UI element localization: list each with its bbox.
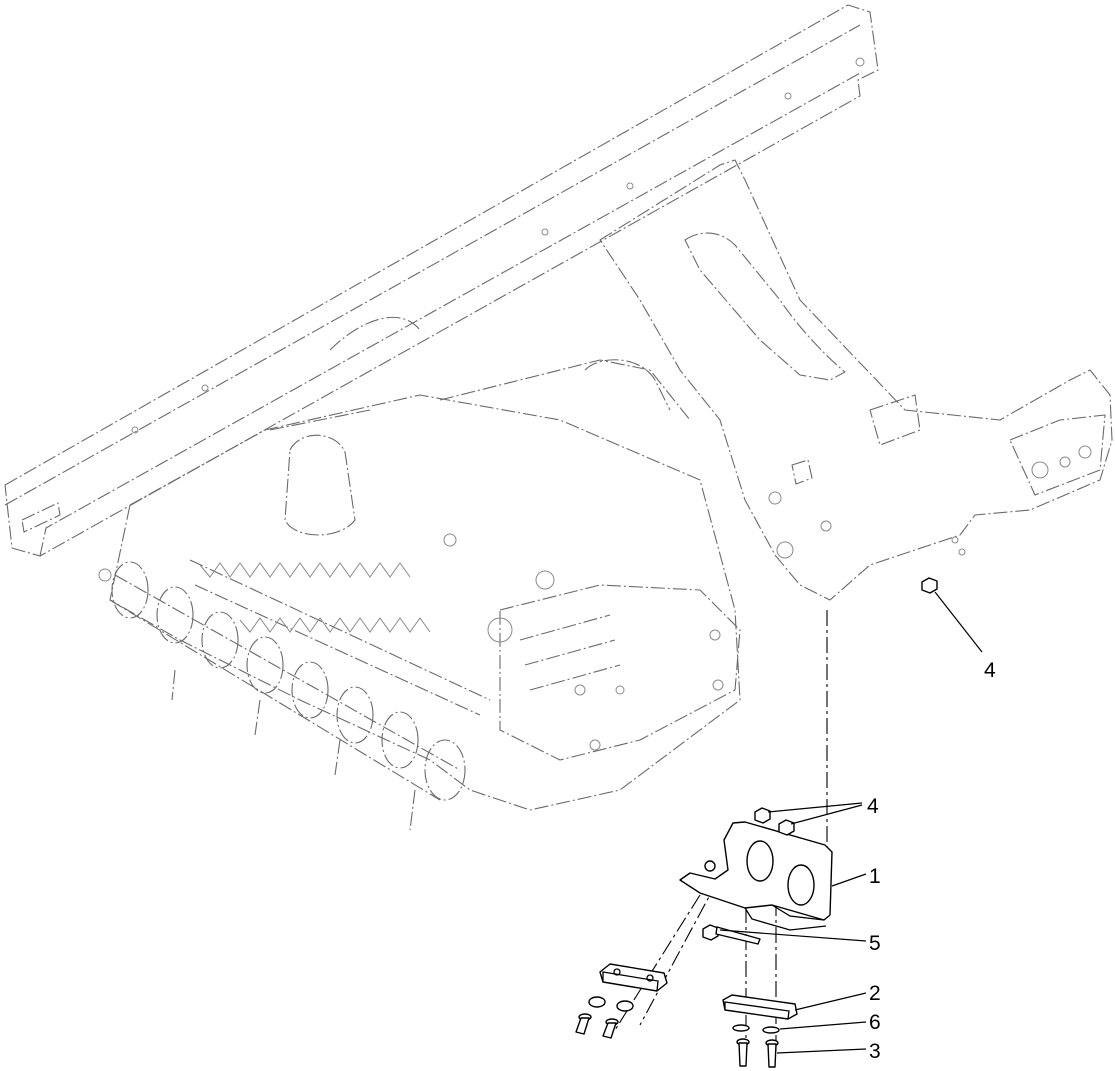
washer-part-6-b (762, 1026, 780, 1034)
nut-part-4-a (754, 807, 771, 824)
callout-4-bracket: 4 (867, 795, 879, 818)
screw-part-3-b (765, 1039, 779, 1068)
bracket-plate-part-1 (679, 821, 833, 931)
callout-2: 2 (869, 982, 881, 1005)
frame-beam-ghost (4, 4, 879, 557)
callout-6: 6 (869, 1011, 881, 1034)
cutting-unit-ghost (98, 359, 741, 831)
leader-6 (779, 1021, 867, 1030)
screw-left-b (602, 1018, 619, 1039)
leader-4-bracket-a (767, 802, 863, 813)
washer-left-a (588, 996, 606, 1008)
callout-3: 3 (869, 1040, 881, 1063)
callout-4-frame: 4 (984, 659, 996, 682)
parts-group (575, 577, 938, 1068)
washer-part-6-a (732, 1024, 750, 1032)
leader-3 (776, 1048, 867, 1054)
leader-lines (719, 591, 983, 1054)
pad-part-2 (722, 994, 798, 1020)
nut-part-4-b (778, 819, 795, 836)
callouts: 4 4 1 5 2 6 3 (867, 659, 996, 1063)
bolt-part-5 (702, 924, 761, 945)
leader-4-bracket-b (790, 804, 863, 825)
leader-4-frame (934, 591, 983, 653)
screw-left-a (575, 1013, 592, 1035)
screw-part-3-a (736, 1038, 750, 1067)
carrier-arm-ghost (599, 159, 1113, 601)
leader-1 (831, 873, 867, 887)
nut-part-4-frame (921, 577, 938, 594)
callout-1: 1 (869, 865, 881, 888)
leader-5 (719, 929, 867, 942)
washer-left-b (616, 1000, 634, 1012)
pad-left (599, 963, 668, 992)
callout-5: 5 (869, 932, 881, 955)
leader-2 (794, 992, 867, 1011)
